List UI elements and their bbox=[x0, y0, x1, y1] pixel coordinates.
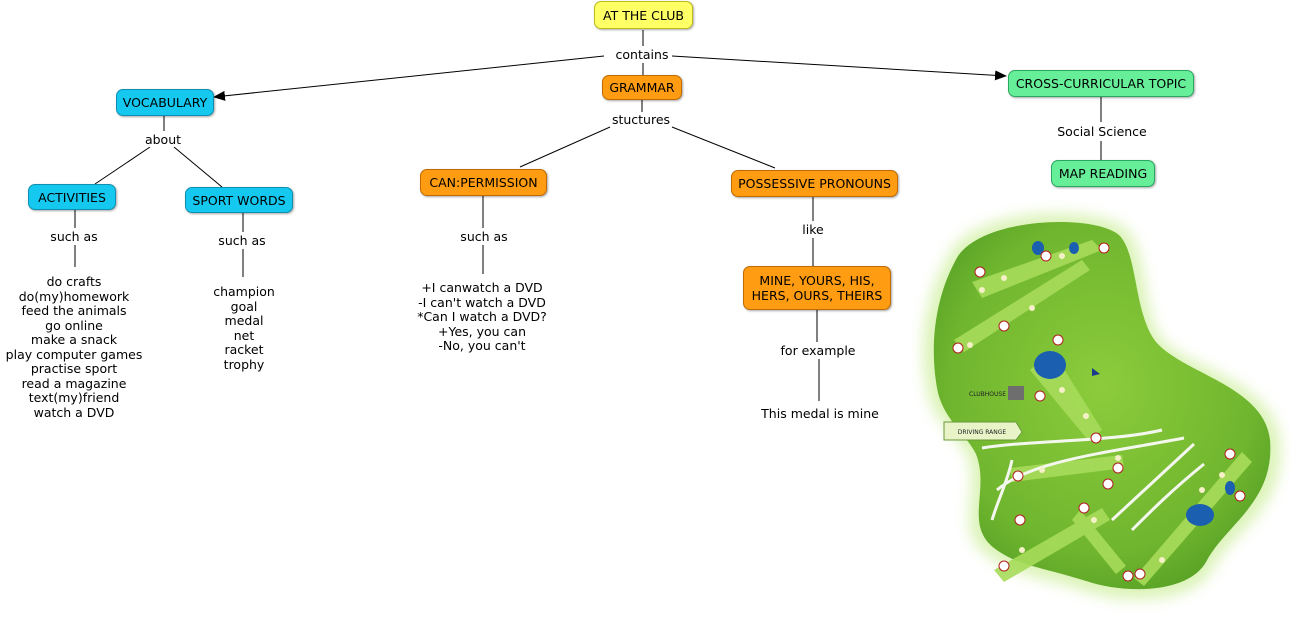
node-can-permission[interactable]: CAN:PERMISSION bbox=[420, 169, 547, 196]
node-possessive-pronouns[interactable]: POSSESSIVE PRONOUNS bbox=[731, 170, 898, 197]
list-item: +I canwatch a DVD bbox=[421, 280, 543, 295]
pronoun-list-line-2: HERS, OURS, THEIRS bbox=[751, 288, 883, 303]
list-item: trophy bbox=[223, 356, 265, 372]
activities-list: do crafts do(my)homework feed the animal… bbox=[5, 274, 143, 420]
example-sentence: This medal is mine bbox=[761, 406, 879, 421]
list-item: text(my)friend bbox=[28, 390, 120, 405]
list-item: champion bbox=[213, 284, 275, 299]
node-grammar[interactable]: GRAMMAR bbox=[602, 75, 682, 100]
clubhouse-label: CLUBHOUSE bbox=[969, 391, 1006, 398]
node-pronoun-list[interactable]: MINE, YOURS, HIS, HERS, OURS, THEIRS bbox=[743, 266, 891, 310]
driving-range-label: DRIVING RANGE bbox=[958, 429, 1007, 436]
node-vocabulary[interactable]: VOCABULARY bbox=[116, 89, 214, 116]
pronoun-list-line-1: MINE, YOURS, HIS, bbox=[759, 273, 875, 288]
arrow-to-vocabulary bbox=[213, 55, 605, 101]
link-label-about: about bbox=[144, 132, 182, 147]
list-item: feed the animals bbox=[21, 303, 127, 318]
list-item: do crafts bbox=[46, 274, 102, 289]
sport-words-list: champion goal medal net racket trophy bbox=[213, 284, 275, 372]
list-item: +Yes, you can bbox=[437, 323, 526, 339]
link-label-social-science: Social Science bbox=[1057, 124, 1147, 139]
link-label-contains: contains bbox=[615, 47, 669, 62]
node-cross-curricular-topic[interactable]: CROSS-CURRICULAR TOPIC bbox=[1008, 70, 1194, 97]
link-about-sport bbox=[173, 146, 223, 188]
link-label-such-as-sport: such as bbox=[218, 233, 266, 248]
golf-course-map-image: CLUBHOUSE DRIVING RANGE bbox=[923, 213, 1281, 600]
can-examples-list: +I canwatch a DVD -I can't watch a DVD *… bbox=[417, 280, 547, 354]
link-stuctures-can bbox=[519, 126, 611, 168]
list-item: racket bbox=[224, 342, 264, 357]
list-item: net bbox=[233, 327, 255, 343]
list-item: read a magazine bbox=[21, 375, 127, 391]
clubhouse-icon bbox=[1008, 386, 1024, 400]
list-item: go online bbox=[45, 317, 103, 333]
list-item: goal bbox=[230, 298, 258, 314]
compass-icon bbox=[1092, 368, 1100, 376]
list-item: do(my)homework bbox=[18, 288, 130, 304]
link-label-stuctures: stuctures bbox=[611, 112, 671, 127]
list-item: medal bbox=[224, 313, 264, 328]
link-about-activities bbox=[94, 146, 151, 185]
link-label-such-as-activities: such as bbox=[50, 229, 98, 244]
link-stuctures-possessive bbox=[671, 126, 776, 169]
list-item: -I can't watch a DVD bbox=[418, 294, 546, 310]
link-label-like: like bbox=[802, 222, 824, 237]
link-label-such-as-can: such as bbox=[460, 229, 508, 244]
list-item: play computer games bbox=[5, 346, 143, 362]
node-map-reading[interactable]: MAP READING bbox=[1051, 160, 1155, 187]
list-item: -No, you can't bbox=[438, 338, 526, 353]
list-item: *Can I watch a DVD? bbox=[417, 309, 547, 324]
list-item: make a snack bbox=[30, 332, 118, 347]
link-label-for-example: for example bbox=[780, 343, 856, 358]
arrow-to-cross-curricular bbox=[671, 55, 1007, 81]
list-item: practise sport bbox=[30, 361, 118, 376]
node-sport-words[interactable]: SPORT WORDS bbox=[185, 187, 293, 213]
node-activities[interactable]: ACTIVITIES bbox=[28, 184, 116, 210]
node-at-the-club[interactable]: AT THE CLUB bbox=[594, 1, 693, 29]
list-item: watch a DVD bbox=[33, 404, 115, 420]
